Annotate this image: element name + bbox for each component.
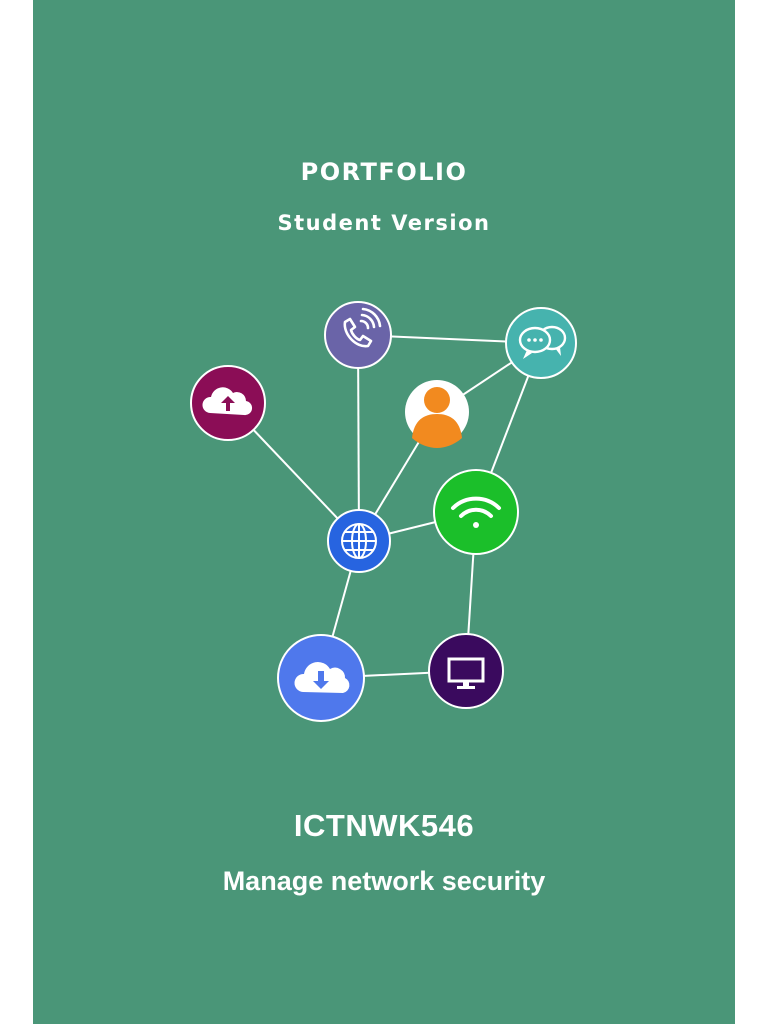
monitor-node	[428, 633, 504, 709]
phone-icon	[343, 307, 382, 348]
cover-page	[33, 0, 735, 1024]
monitor-icon	[447, 657, 485, 689]
globe-icon	[341, 523, 377, 559]
cloud-upload-icon	[202, 387, 253, 416]
cloud-download-icon	[294, 661, 350, 693]
phone-node	[324, 301, 392, 369]
chat-bubbles-icon	[518, 325, 567, 359]
student-version-subheading: Student Version	[277, 211, 491, 235]
wifi-icon	[451, 496, 501, 528]
upload-node	[190, 365, 266, 441]
user-node	[405, 380, 469, 448]
globe-node	[327, 509, 391, 573]
download-node	[277, 634, 365, 722]
user-icon	[412, 387, 462, 448]
portfolio-heading: PORTFOLIO	[300, 158, 468, 186]
wifi-node	[433, 469, 519, 555]
connector-line	[357, 334, 360, 542]
chat-node	[505, 307, 577, 379]
unit-code: ICTNWK546	[293, 808, 475, 843]
unit-title: Manage network security	[222, 866, 546, 896]
